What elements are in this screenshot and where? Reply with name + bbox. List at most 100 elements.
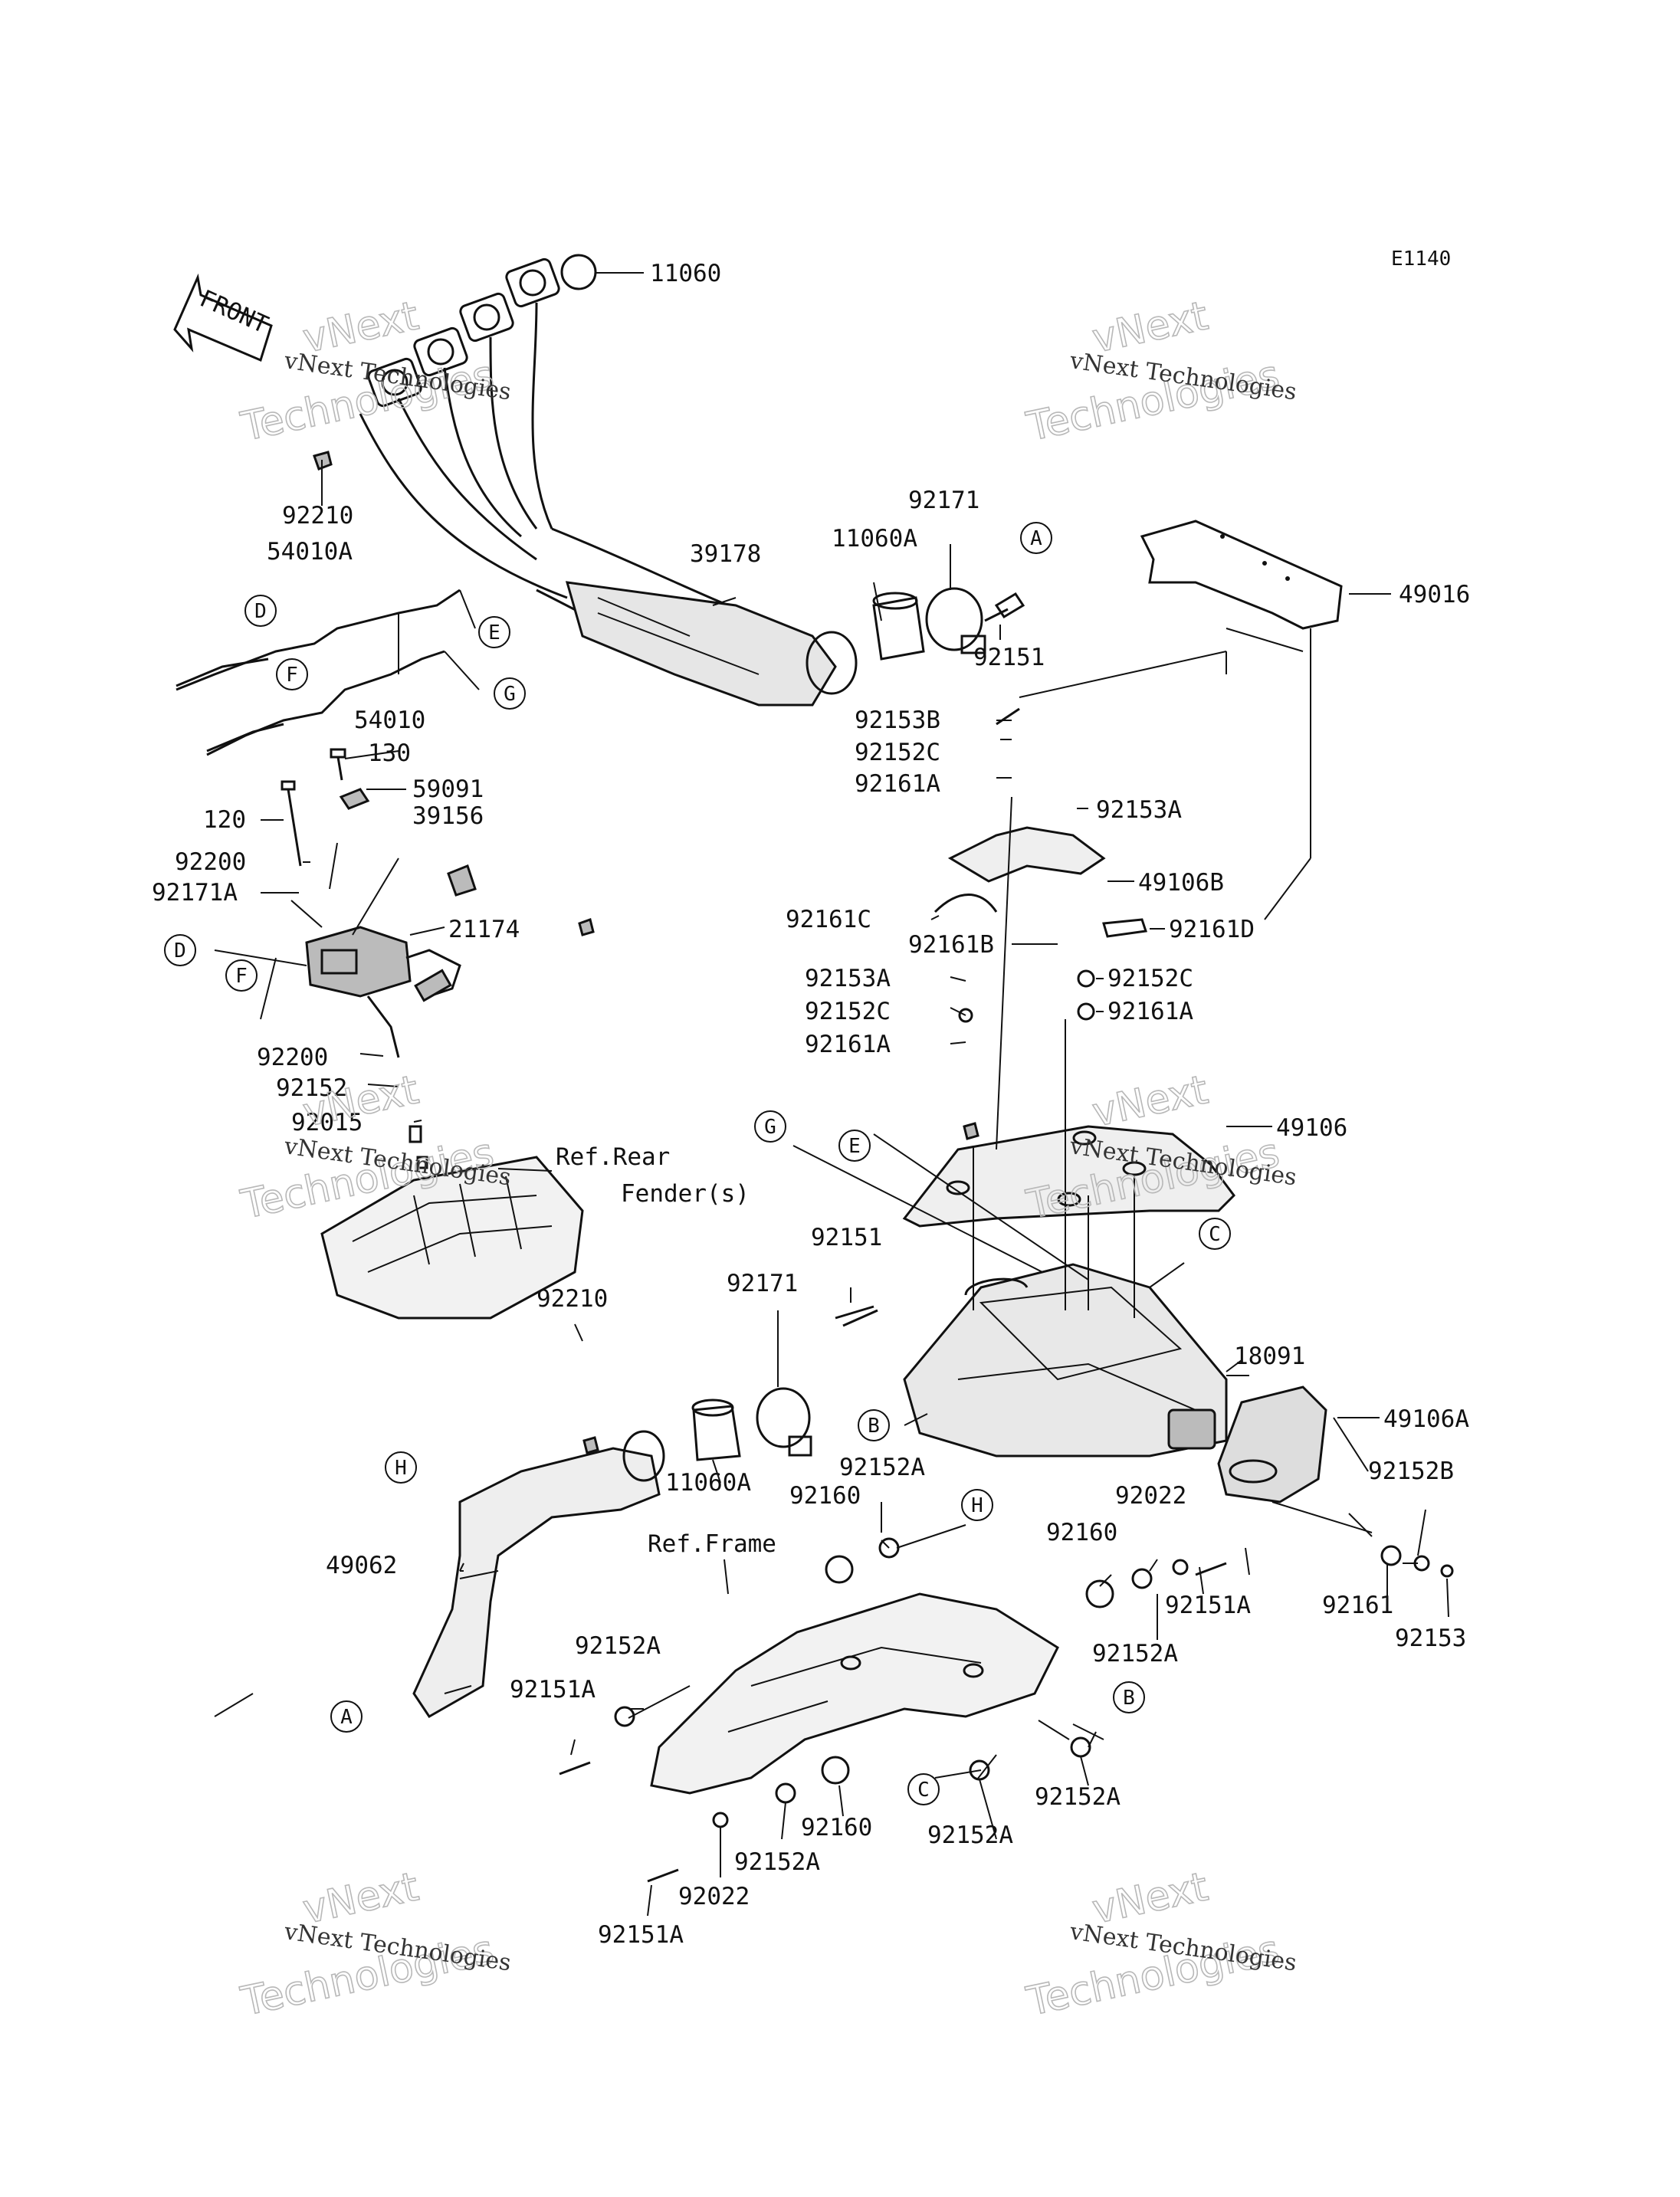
- label-92160-lower: 92160: [801, 1814, 872, 1841]
- label-92152a-c: 92152A: [927, 1822, 1013, 1849]
- rear-fender-reference: [320, 1125, 584, 1320]
- link-pipe-49062: [412, 1430, 665, 1718]
- label-92200-lower: 92200: [257, 1044, 328, 1071]
- svg-text:E: E: [488, 621, 500, 644]
- svg-text:A: A: [1030, 527, 1042, 550]
- callout-a-upper: A: [1020, 522, 1052, 554]
- label-92210-upper: 92210: [282, 502, 353, 530]
- callout-g-upper: G: [494, 677, 526, 710]
- label-92153a-upper: 92153A: [1096, 796, 1182, 824]
- label-92171a: 92171A: [152, 879, 238, 907]
- frame-bracket-reference: [650, 1592, 1059, 1795]
- heat-cover-49106: [902, 1125, 1235, 1228]
- clamp-lower: [756, 1305, 874, 1457]
- label-92152c-mid: 92152C: [805, 998, 891, 1025]
- svg-text:C: C: [917, 1779, 930, 1802]
- callout-d-mid: D: [164, 934, 196, 966]
- callout-c-lower: C: [907, 1773, 940, 1805]
- watermark-bottom-left: vNext Technologies vNext Technologies: [236, 1864, 512, 2026]
- svg-text:H: H: [395, 1457, 407, 1480]
- watermark-top-right: vNext Technologies vNext Technologies: [1022, 293, 1298, 451]
- muffler-end-cap-49106a: [1217, 1385, 1327, 1503]
- cover-39156: [447, 864, 477, 897]
- label-92153: 92153: [1395, 1625, 1466, 1652]
- callout-e-mid: E: [838, 1130, 871, 1162]
- label-92161b: 92161B: [908, 931, 994, 959]
- callout-e-upper: E: [478, 616, 510, 648]
- label-92152a-lower: 92152A: [734, 1848, 820, 1876]
- bolt-130: [330, 748, 346, 781]
- leader-lines: [214, 272, 1449, 1917]
- label-92161a-right: 92161A: [1107, 998, 1193, 1025]
- svg-text:G: G: [764, 1116, 776, 1139]
- label-120: 120: [203, 806, 246, 834]
- label-92160-right: 92160: [1046, 1519, 1117, 1546]
- callout-b-lower: B: [1113, 1681, 1145, 1713]
- part-labels: 11060 92210 54010A 39178 11060A 92171 92…: [152, 260, 1470, 1949]
- svg-text:A: A: [340, 1706, 353, 1729]
- svg-text:H: H: [971, 1494, 983, 1517]
- ref-frame-note: Ref.Frame: [648, 1530, 776, 1558]
- label-92171-mid: 92171: [727, 1270, 798, 1297]
- label-92161a-mid: 92161A: [805, 1031, 891, 1058]
- oxygen-sensor-leads: [176, 589, 461, 756]
- grommets: [313, 451, 1454, 1828]
- label-39178: 39178: [690, 540, 761, 568]
- label-92022-right: 92022: [1115, 1482, 1186, 1510]
- label-11060a-lower: 11060A: [665, 1469, 751, 1497]
- front-arrow-icon: FRONT: [173, 273, 273, 362]
- label-18091: 18091: [1234, 1343, 1305, 1370]
- svg-text:D: D: [174, 939, 186, 962]
- watermark-bottom-right: vNext Technologies vNext Technologies: [1022, 1864, 1298, 2026]
- label-92171-upper: 92171: [908, 487, 979, 514]
- front-label: FRONT: [195, 285, 272, 339]
- callout-h-right: H: [961, 1489, 993, 1521]
- bracket-59091: [339, 788, 370, 810]
- bolt-120: [281, 780, 302, 867]
- svg-text:B: B: [868, 1415, 880, 1438]
- label-92161-right: 92161: [1322, 1592, 1393, 1619]
- label-92160-upper: 92160: [789, 1482, 861, 1510]
- callout-d-upper: D: [244, 595, 277, 627]
- label-92151a-left: 92151A: [510, 1676, 596, 1703]
- label-49106b: 49106B: [1138, 869, 1224, 897]
- label-92151a-bottom: 92151A: [598, 1921, 684, 1949]
- valve-actuator-21174: [305, 926, 461, 1058]
- label-92152c-upper: 92152C: [855, 739, 940, 766]
- svg-text:B: B: [1123, 1687, 1135, 1710]
- label-49106a: 49106A: [1383, 1405, 1469, 1433]
- label-92152b: 92152B: [1368, 1458, 1454, 1485]
- muffler-18091: [903, 1263, 1228, 1458]
- label-92161c: 92161C: [786, 906, 871, 933]
- svg-text:C: C: [1209, 1223, 1221, 1246]
- label-21174: 21174: [448, 916, 520, 943]
- label-92151a-right: 92151A: [1165, 1592, 1251, 1619]
- label-49016: 49016: [1399, 581, 1470, 608]
- label-92152a-h: 92152A: [839, 1454, 925, 1481]
- svg-text:F: F: [235, 965, 248, 988]
- svg-text:E: E: [848, 1135, 861, 1158]
- label-49106: 49106: [1276, 1114, 1347, 1142]
- ref-rear-fender-note: Ref.Rear: [556, 1143, 670, 1171]
- label-54010: 54010: [354, 707, 425, 734]
- svg-text:G: G: [504, 683, 516, 706]
- label-92153a-mid: 92153A: [805, 965, 891, 992]
- label-39156: 39156: [412, 802, 484, 830]
- label-49062: 49062: [326, 1552, 397, 1579]
- label-92161a-upper: 92161A: [855, 770, 940, 798]
- label-92151-mid: 92151: [811, 1224, 882, 1251]
- label-92152a-right: 92152A: [1092, 1640, 1178, 1667]
- label-92161d: 92161D: [1169, 916, 1255, 943]
- callout-g-mid: G: [754, 1110, 786, 1143]
- label-92152a-b: 92152A: [1035, 1783, 1121, 1811]
- label-92015: 92015: [291, 1109, 363, 1136]
- label-92152c-right: 92152C: [1107, 965, 1193, 992]
- label-92153b: 92153B: [855, 707, 940, 734]
- svg-text:D: D: [254, 600, 267, 623]
- label-92200-upper: 92200: [175, 848, 246, 876]
- label-92022-lower: 92022: [678, 1883, 750, 1910]
- callout-b-mid: B: [858, 1409, 890, 1441]
- callout-h-left: H: [385, 1451, 417, 1484]
- label-11060: 11060: [650, 260, 721, 287]
- callout-a-lower: A: [330, 1700, 363, 1733]
